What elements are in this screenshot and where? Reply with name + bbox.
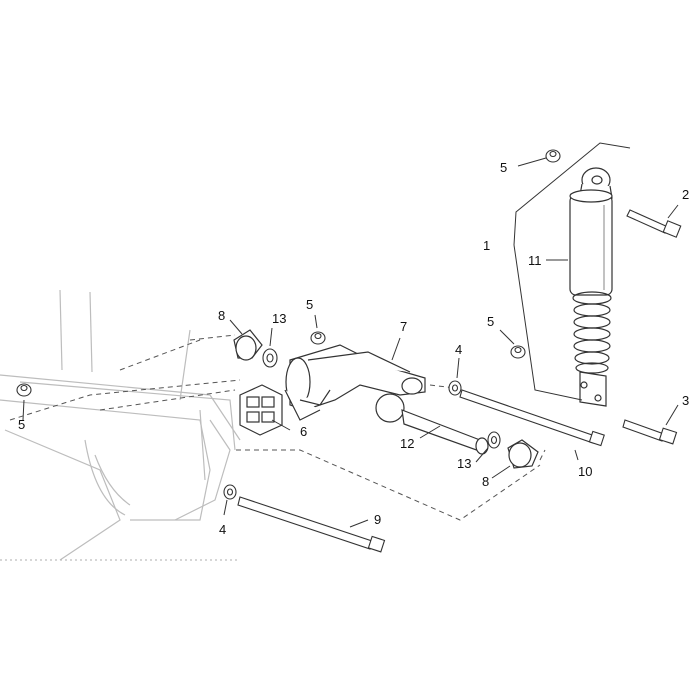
bush-shock-lower [510,345,526,359]
swing-arm [284,344,426,423]
callout-13-right: 13 [457,456,471,471]
callout-8-right: 8 [482,474,489,489]
silent-block-left [233,329,263,361]
washer-right [487,431,501,449]
callout-5-swingarm: 5 [306,297,313,312]
upper-bolt [626,209,682,238]
silent-block-right [507,439,539,469]
washer-rear [223,484,237,500]
washer-left [262,348,278,368]
callout-5-frame: 5 [18,417,25,432]
frame-outline [0,289,241,561]
callout-11: 11 [528,253,542,268]
lower-bolt [622,419,678,445]
callout-3: 3 [682,393,689,408]
callout-10: 10 [578,464,592,479]
bush-swingarm [310,331,326,345]
callout-5-top: 5 [500,160,507,175]
callout-1: 1 [483,238,490,253]
callout-13-left: 13 [272,311,286,326]
leader-lines [22,157,679,528]
callout-labels: 1 2 3 4 4 5 5 5 5 6 7 8 8 9 10 11 12 13 … [18,160,689,537]
rubber-block [239,384,283,436]
callout-7: 7 [400,319,407,334]
callout-5-shock-lower: 5 [487,314,494,329]
callout-9: 9 [374,512,381,527]
callout-bracket-1 [513,142,631,401]
washer-front [448,380,462,396]
callout-4-front: 4 [455,342,462,357]
callout-2: 2 [682,187,689,202]
callout-6: 6 [300,424,307,439]
bush-frame [16,383,32,397]
callout-4-rear: 4 [219,522,226,537]
shock-absorber [569,167,613,407]
callout-8-left: 8 [218,308,225,323]
long-bolt-upper [459,389,605,447]
spacer-tube [401,409,489,455]
callout-12: 12 [400,436,414,451]
long-bolt-lower [237,496,386,553]
bush-top [545,149,561,163]
